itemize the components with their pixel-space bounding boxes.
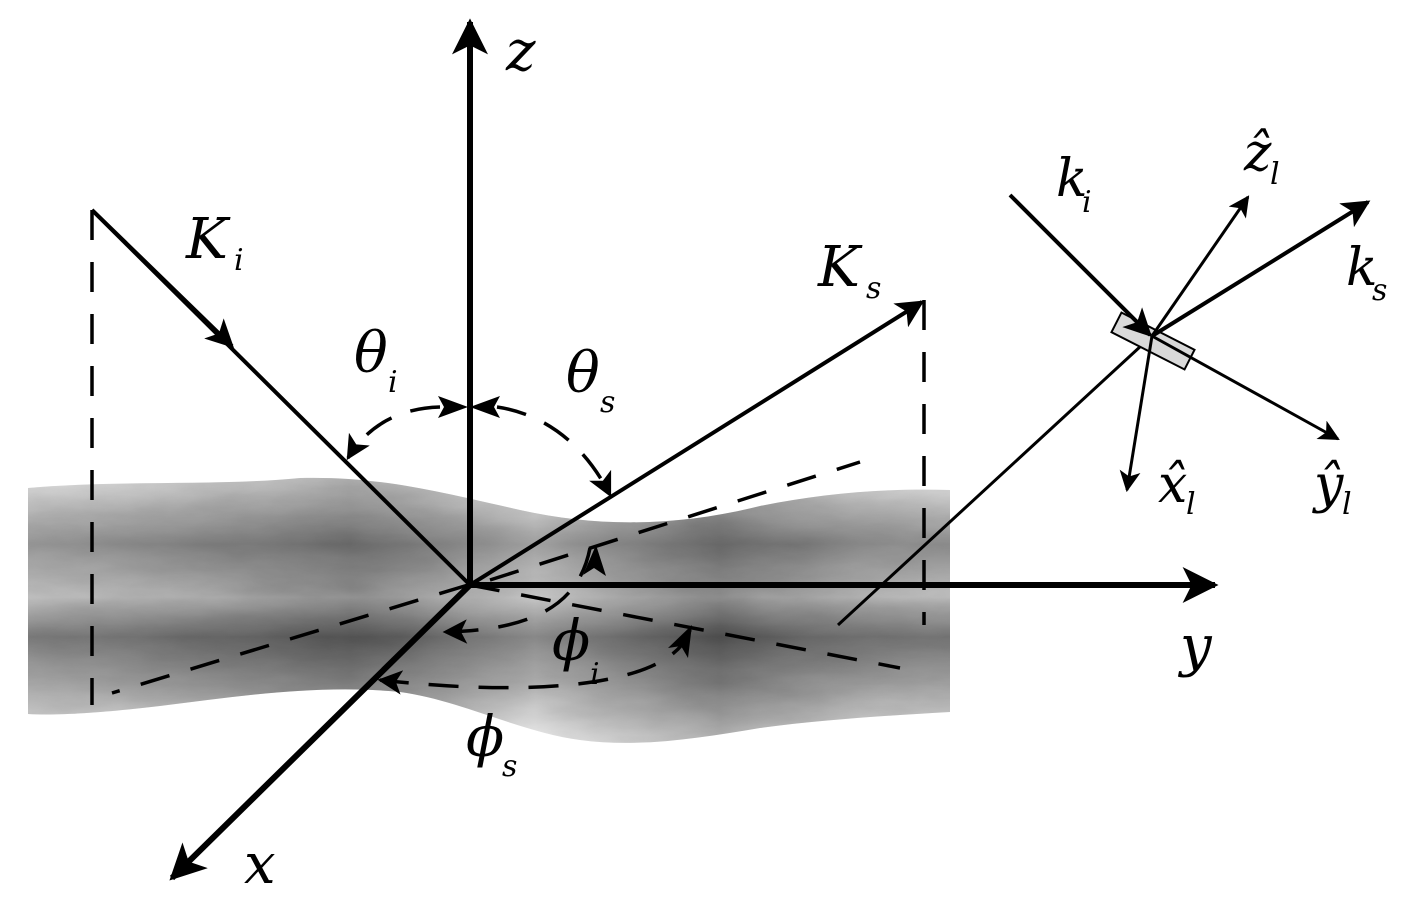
labels: z y x K i K s θ i θ s ϕ i ϕ s k i k s ẑ … bbox=[185, 19, 1387, 897]
phi-s-label-subscript: s bbox=[502, 749, 517, 784]
ki-label-subscript: i bbox=[234, 243, 244, 278]
theta-s-label-subscript: s bbox=[600, 385, 615, 420]
ks-scattered-vector bbox=[468, 300, 925, 587]
theta-s-arc bbox=[496, 405, 612, 498]
local-ks-label: k bbox=[1346, 238, 1378, 298]
phi-i-label-subscript: i bbox=[590, 657, 600, 692]
theta-i-label-subscript: i bbox=[388, 365, 398, 400]
phi-i-label: ϕ bbox=[552, 609, 590, 674]
x-axis-label: x bbox=[244, 832, 276, 897]
theta-i-label: θ bbox=[354, 321, 388, 386]
phi-i-arc bbox=[442, 547, 592, 644]
theta-s-label: θ bbox=[566, 341, 600, 406]
phi-s-label: ϕ bbox=[466, 705, 504, 770]
ks-label-subscript: s bbox=[866, 271, 881, 306]
local-z-hat-vector bbox=[1150, 195, 1250, 337]
ki-incident-arrow bbox=[90, 208, 235, 348]
local-z-hat-label: ẑ bbox=[1243, 123, 1272, 183]
leaf-connector-line bbox=[836, 343, 1144, 627]
local-ks-vector bbox=[1150, 200, 1371, 338]
angle-arcs bbox=[346, 405, 692, 695]
local-x-hat-vector bbox=[1119, 335, 1154, 493]
local-ki-vector bbox=[1008, 193, 1152, 337]
ks-ground-projection bbox=[469, 583, 901, 670]
local-y-hat-label: ŷ bbox=[1312, 455, 1344, 515]
coordinate-axes bbox=[169, 18, 1219, 881]
local-ki-label: k bbox=[1056, 149, 1088, 209]
theta-i-arrowhead-right bbox=[438, 396, 468, 418]
local-ks-label-subscript: s bbox=[1372, 273, 1387, 308]
phi-i-arrowhead-up bbox=[583, 545, 606, 576]
phi-s-arrowhead-up bbox=[668, 625, 692, 658]
rough-surface bbox=[28, 477, 950, 743]
local-z-hat-label-subscript: l bbox=[1270, 157, 1280, 192]
z-axis-label: z bbox=[505, 19, 536, 84]
phi-s-arc bbox=[377, 629, 692, 695]
local-y-hat-vector bbox=[1151, 334, 1340, 441]
local-x-hat-label-subscript: l bbox=[1186, 487, 1196, 522]
local-y-hat-label-subscript: l bbox=[1342, 487, 1352, 522]
local-ki-label-subscript: i bbox=[1082, 185, 1092, 220]
local-x-hat-label: x̂ bbox=[1158, 455, 1187, 515]
x-axis bbox=[169, 582, 473, 881]
upper-dashed-line bbox=[489, 460, 861, 582]
y-axis-label: y bbox=[1177, 614, 1213, 679]
dashed-projections bbox=[90, 210, 926, 705]
theta-i-arc bbox=[346, 405, 441, 461]
ki-ground-projection bbox=[111, 583, 469, 695]
leaf-local-frame bbox=[1008, 193, 1371, 493]
wave-vectors bbox=[90, 208, 1144, 627]
ki-label: K bbox=[185, 207, 231, 272]
theta-s-arrowhead-left bbox=[470, 396, 500, 418]
ks-label: K bbox=[817, 235, 863, 300]
